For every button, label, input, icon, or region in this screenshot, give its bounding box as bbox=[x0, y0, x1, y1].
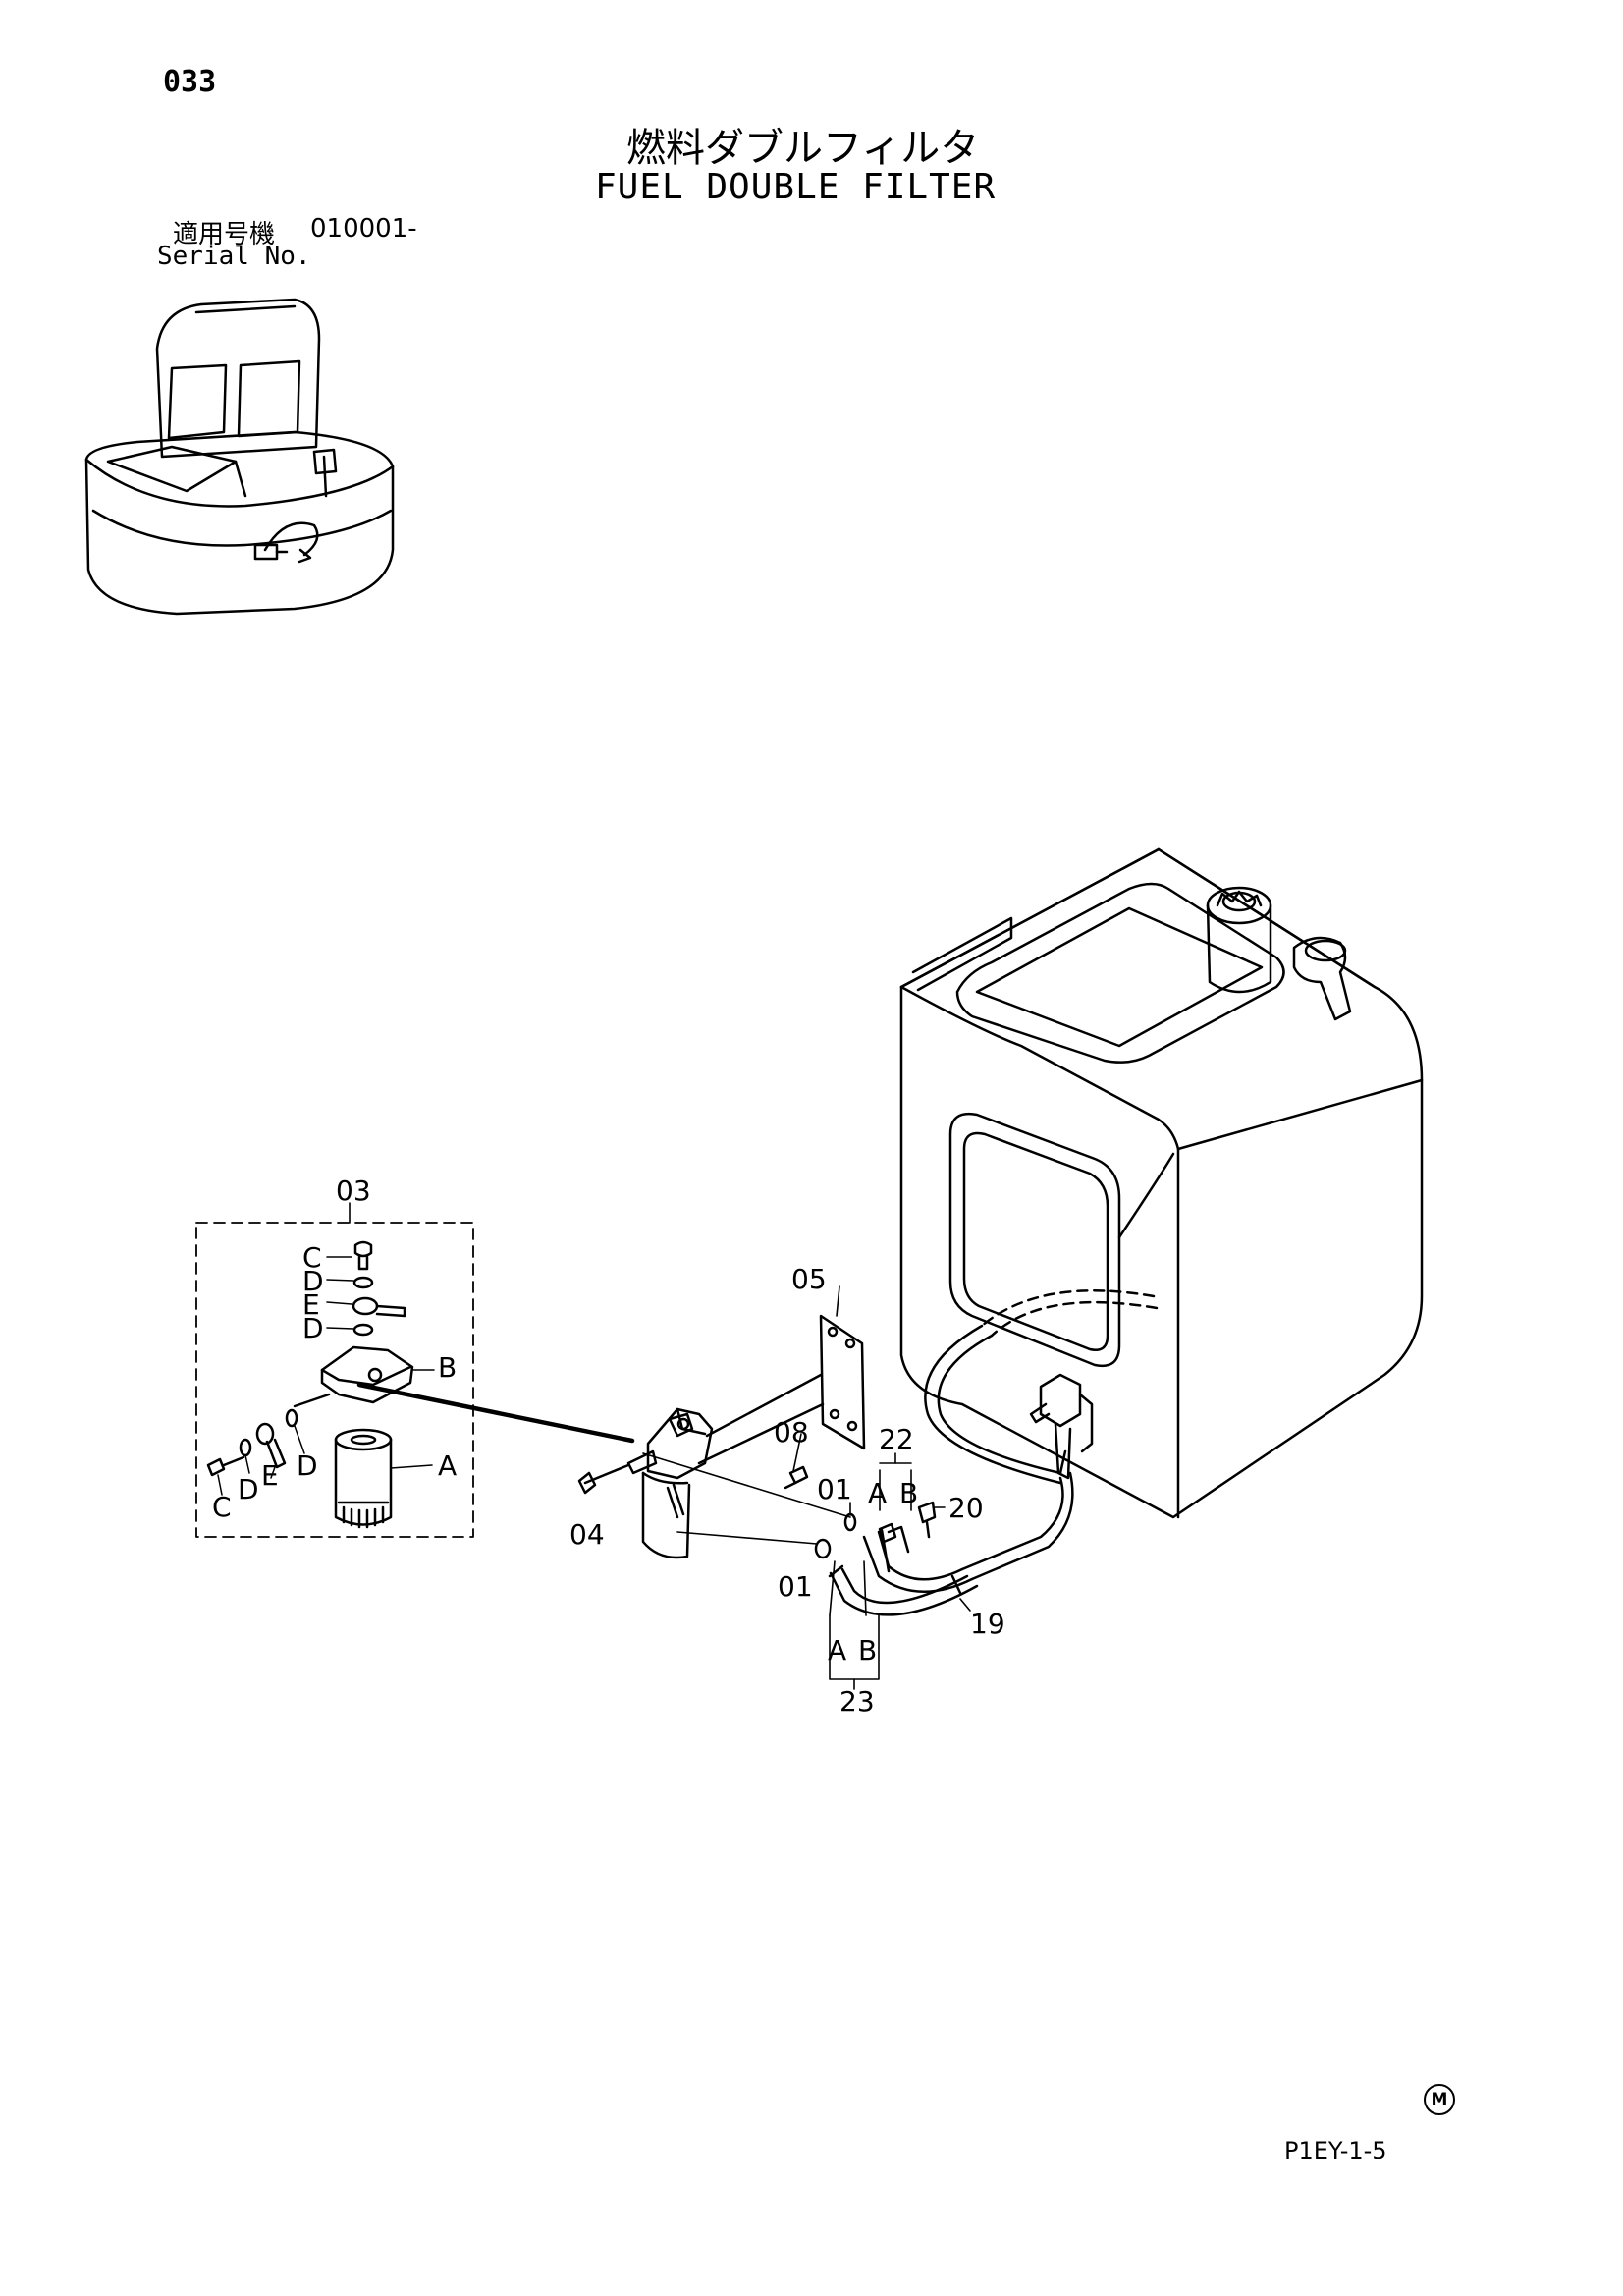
callout-labels: 03 05 08 22 A B 01 20 04 01 19 A B 23 C … bbox=[212, 1175, 1005, 1718]
inset-label-e-top: E bbox=[302, 1288, 320, 1321]
inset-filter-exploded-view bbox=[195, 1202, 474, 1538]
inset-label-e-left: E bbox=[261, 1459, 279, 1492]
fuel-hoses bbox=[828, 1289, 1159, 1616]
serial-label-english: Serial No. bbox=[157, 242, 311, 271]
title-japanese: 燃料ダブルフィルタ bbox=[626, 126, 980, 171]
excavator-location-thumbnail bbox=[84, 298, 395, 616]
inset-label-b: B bbox=[438, 1351, 457, 1384]
callout-22: 22 bbox=[879, 1423, 914, 1455]
inset-label-d-4: D bbox=[297, 1449, 318, 1482]
title-english: FUEL DOUBLE FILTER bbox=[595, 167, 997, 207]
fuel-tank bbox=[899, 847, 1424, 1519]
inset-label-d-2: D bbox=[302, 1312, 324, 1344]
callout-19: 19 bbox=[970, 1608, 1005, 1640]
callout-23: 23 bbox=[839, 1685, 875, 1718]
callout-23-a: A bbox=[828, 1634, 846, 1667]
callout-20: 20 bbox=[948, 1492, 984, 1524]
fuel-filter-assembly bbox=[577, 1373, 825, 1559]
callout-01-lower: 01 bbox=[778, 1570, 813, 1603]
inset-label-d-1: D bbox=[302, 1265, 324, 1297]
callout-03: 03 bbox=[336, 1175, 371, 1207]
serial-label-japanese: 適用号機 bbox=[173, 220, 276, 249]
inset-label-a: A bbox=[438, 1449, 457, 1482]
callout-05: 05 bbox=[791, 1263, 827, 1295]
leader-lines bbox=[356, 1285, 971, 1690]
callout-01-upper: 01 bbox=[817, 1473, 852, 1505]
m-mark-icon: M bbox=[1424, 2084, 1455, 2115]
page-number: 033 bbox=[163, 65, 217, 99]
callout-08: 08 bbox=[774, 1416, 809, 1449]
callout-23-b: B bbox=[858, 1634, 877, 1667]
inset-label-d-3: D bbox=[238, 1473, 259, 1505]
inset-label-c-top: C bbox=[302, 1241, 322, 1274]
callout-04: 04 bbox=[569, 1518, 605, 1551]
serial-value: 010001- bbox=[310, 214, 417, 244]
document-code: P1EY-1-5 bbox=[1284, 2137, 1387, 2164]
inset-label-c-left: C bbox=[212, 1491, 232, 1523]
bracket-plate bbox=[819, 1314, 866, 1450]
callout-22-b: B bbox=[899, 1477, 918, 1509]
callout-22-a: A bbox=[868, 1477, 887, 1509]
